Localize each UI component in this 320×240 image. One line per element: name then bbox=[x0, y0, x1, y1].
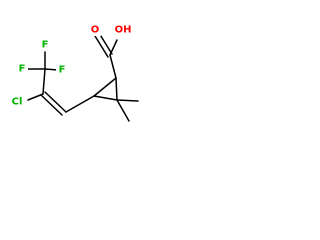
bond-ring-c1-c2 bbox=[115, 77, 118, 101]
atom-fluorine-top: F bbox=[42, 40, 49, 51]
bond-c-o-double-2 bbox=[98, 32, 113, 55]
bond-vinyl-double-2 bbox=[40, 94, 63, 116]
atom-chlorine: Cl bbox=[12, 97, 23, 108]
bond-vinyl-double-1 bbox=[44, 91, 67, 113]
bond-cooh-ring bbox=[109, 54, 117, 79]
chemical-structure: O OH F F F Cl bbox=[7, 24, 139, 122]
bond-ring-vinyl bbox=[65, 95, 95, 113]
bond-c-cl bbox=[27, 93, 44, 101]
atom-oxygen-carbonyl: O bbox=[91, 25, 100, 36]
bond-ring-c1-c3 bbox=[93, 77, 117, 97]
bond-c-f-bottom bbox=[44, 68, 59, 71]
bond-c-o-double-1 bbox=[94, 35, 109, 58]
atom-fluorine-left: F bbox=[19, 64, 26, 75]
bonds bbox=[27, 32, 139, 122]
atom-fluorine-right: F bbox=[59, 65, 66, 76]
bond-c-cf3 bbox=[42, 68, 46, 95]
bond-ring-c2-c3 bbox=[93, 95, 118, 101]
bond-methyl-2 bbox=[116, 99, 130, 122]
bond-methyl-1 bbox=[116, 99, 139, 102]
atom-labels: O OH F F F Cl bbox=[7, 24, 134, 108]
atom-hydroxyl: OH bbox=[115, 25, 132, 36]
bond-c-oh bbox=[109, 39, 118, 56]
